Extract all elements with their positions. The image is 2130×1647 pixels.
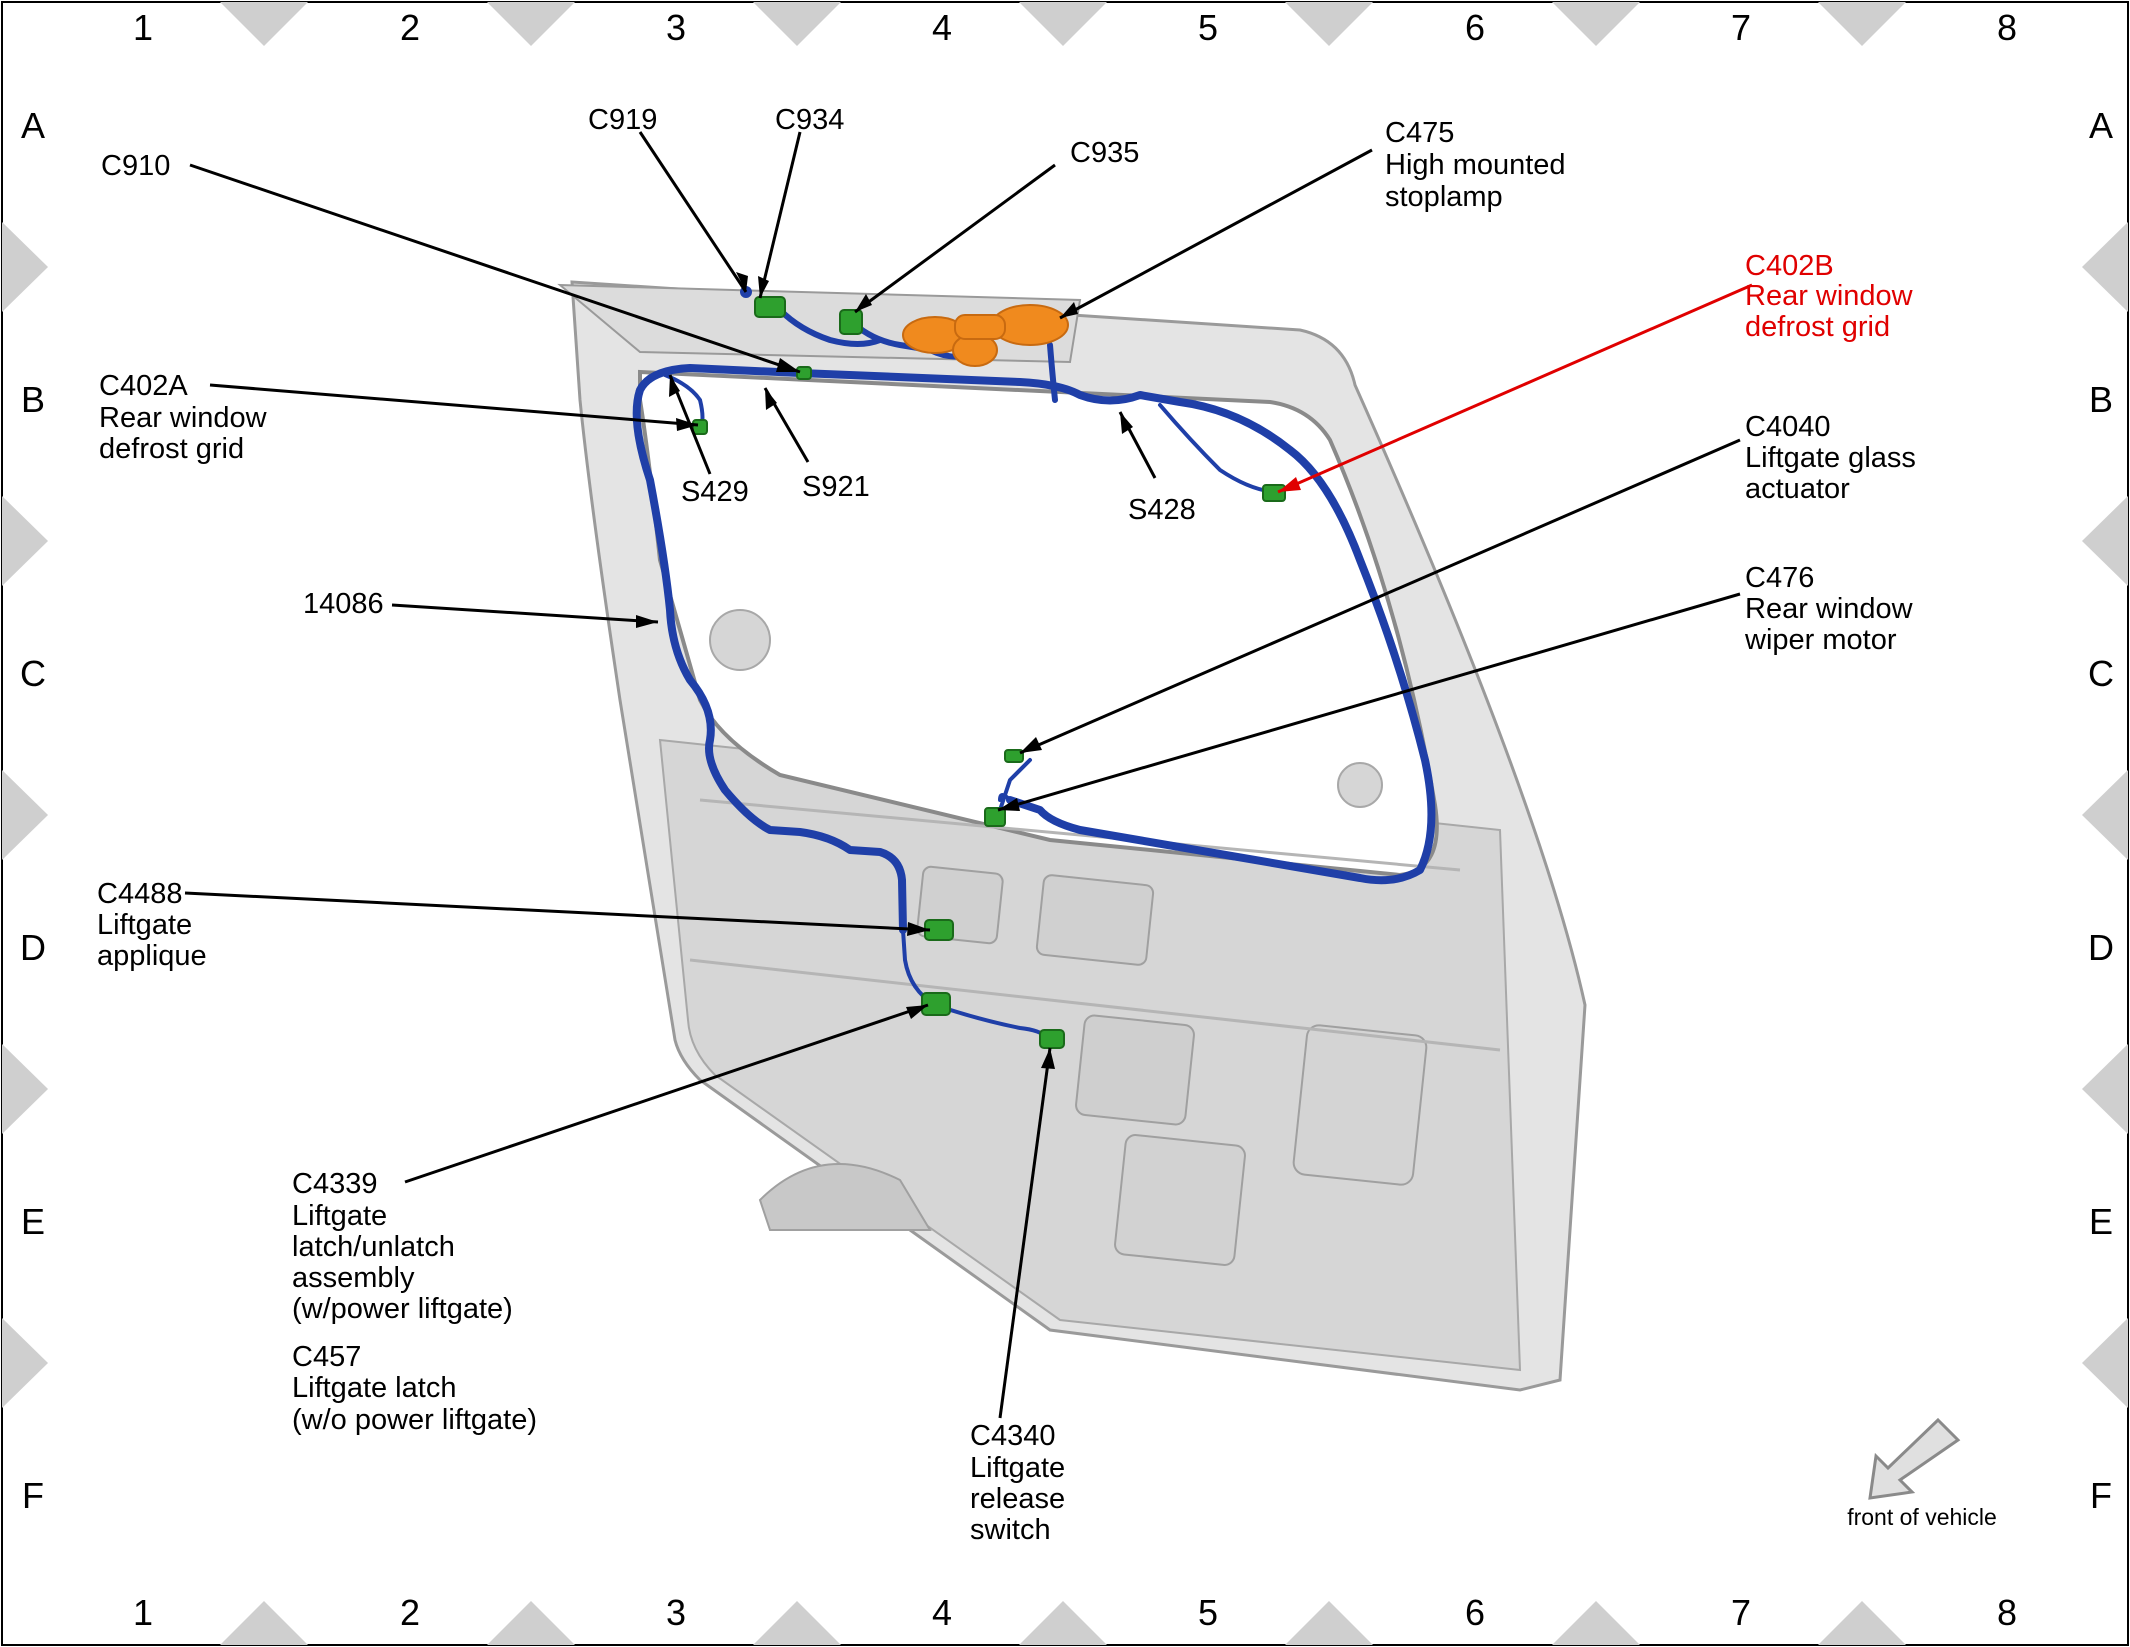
- grid-col-top-2: 2: [400, 7, 420, 48]
- label-c476-id: C476: [1745, 562, 1814, 594]
- c4340-connector: [1039, 1029, 1065, 1049]
- label-c4339-id: C4339: [292, 1168, 377, 1200]
- label-c475-id: C475: [1385, 117, 1454, 149]
- label-c4488-id: C4488: [97, 878, 182, 910]
- leader-lines: [184, 131, 1741, 1419]
- c910-connector: [796, 366, 812, 380]
- c4339-connector: [921, 992, 951, 1016]
- label-c476-line2: wiper motor: [1744, 624, 1897, 656]
- grid-col-top-8: 8: [1997, 7, 2017, 48]
- grid-col-bottom-1: 1: [133, 1592, 153, 1633]
- arrowheads: [636, 272, 1133, 1069]
- label-s428: S428: [1128, 494, 1196, 526]
- c934-connector: [754, 296, 786, 318]
- label-c402b-line1: Rear window: [1745, 280, 1914, 312]
- grid-row-left-a: A: [21, 105, 45, 146]
- c935-connector: [839, 309, 863, 335]
- label-c4340-line1: Liftgate: [970, 1452, 1065, 1484]
- label-c4339-line1: Liftgate: [292, 1200, 387, 1232]
- label-c919: C919: [588, 104, 657, 136]
- grid-row-right-e: E: [2089, 1201, 2113, 1242]
- label-c475-line2: stoplamp: [1385, 181, 1503, 213]
- label-c475-line1: High mounted: [1385, 149, 1566, 181]
- grid-col-top-6: 6: [1465, 7, 1485, 48]
- c402b-leader-line: [1277, 283, 1753, 494]
- label-front-of-vehicle: front of vehicle: [1847, 1504, 1997, 1530]
- grid-col-top-1: 1: [133, 7, 153, 48]
- label-c4488-line1: Liftgate: [97, 909, 192, 941]
- label-c476-line1: Rear window: [1745, 593, 1914, 625]
- grid-col-top-3: 3: [666, 7, 686, 48]
- label-c4040-id: C4040: [1745, 411, 1830, 443]
- grid-row-right-d: D: [2088, 927, 2114, 968]
- grid-row-left-b: B: [21, 379, 45, 420]
- c402a-connector: [692, 419, 708, 435]
- label-c4340-id: C4340: [970, 1420, 1055, 1452]
- label-c457-line2: (w/o power liftgate): [292, 1404, 537, 1436]
- grid-row-right-a: A: [2089, 105, 2113, 146]
- label-c457-id: C457: [292, 1341, 361, 1373]
- grid-col-bottom-7: 7: [1731, 1592, 1751, 1633]
- grid-col-bottom-3: 3: [666, 1592, 686, 1633]
- grid-col-bottom-8: 8: [1997, 1592, 2017, 1633]
- label-c934: C934: [775, 104, 844, 136]
- c402b-connector: [1262, 484, 1286, 502]
- connectors: [692, 286, 1286, 1049]
- grid-row-left-f: F: [22, 1475, 44, 1516]
- label-c4340-line2: release: [970, 1483, 1065, 1515]
- grid-col-bottom-5: 5: [1198, 1592, 1218, 1633]
- label-c935: C935: [1070, 137, 1139, 169]
- label-c4339-line3: assembly: [292, 1262, 415, 1294]
- label-c402a-line2: defrost grid: [99, 433, 244, 465]
- label-c910: C910: [101, 150, 170, 182]
- label-s921: S921: [802, 471, 870, 503]
- label-c4339-line2: latch/unlatch: [292, 1231, 455, 1263]
- c402b-arrowhead: [1278, 477, 1301, 492]
- grid-row-left-e: E: [21, 1201, 45, 1242]
- grid-row-right-c: C: [2088, 653, 2114, 694]
- label-c4339-line4: (w/power liftgate): [292, 1293, 513, 1325]
- grid-col-bottom-2: 2: [400, 1592, 420, 1633]
- label-c402a-line1: Rear window: [99, 402, 268, 434]
- label-c4040-line1: Liftgate glass: [1745, 442, 1916, 474]
- label-c4040-line2: actuator: [1745, 473, 1850, 505]
- grid-row-left-c: C: [20, 653, 46, 694]
- label-c402a-id: C402A: [99, 370, 188, 402]
- grid-col-bottom-6: 6: [1465, 1592, 1485, 1633]
- grid-row-right-f: F: [2090, 1475, 2112, 1516]
- label-harness-14086: 14086: [303, 588, 384, 620]
- label-c402b-id: C402B: [1745, 250, 1834, 282]
- grid-row-right-b: B: [2089, 379, 2113, 420]
- grid-col-bottom-4: 4: [932, 1592, 952, 1633]
- front-of-vehicle-arrow-icon: [1868, 1417, 1961, 1500]
- grid-col-top-5: 5: [1198, 7, 1218, 48]
- label-c457-line1: Liftgate latch: [292, 1372, 456, 1404]
- liftgate-panel: [557, 280, 1587, 1392]
- label-c402b-line2: defrost grid: [1745, 311, 1890, 343]
- stoplamp-assembly: [902, 304, 1069, 367]
- grid-col-top-7: 7: [1731, 7, 1751, 48]
- label-s429: S429: [681, 476, 749, 508]
- label-c4340-line3: switch: [970, 1514, 1051, 1546]
- label-c4488-line2: applique: [97, 940, 207, 972]
- grid-col-top-4: 4: [932, 7, 952, 48]
- c476-connector: [984, 807, 1006, 827]
- c4040-connector: [1004, 749, 1024, 763]
- grid-row-left-d: D: [20, 927, 46, 968]
